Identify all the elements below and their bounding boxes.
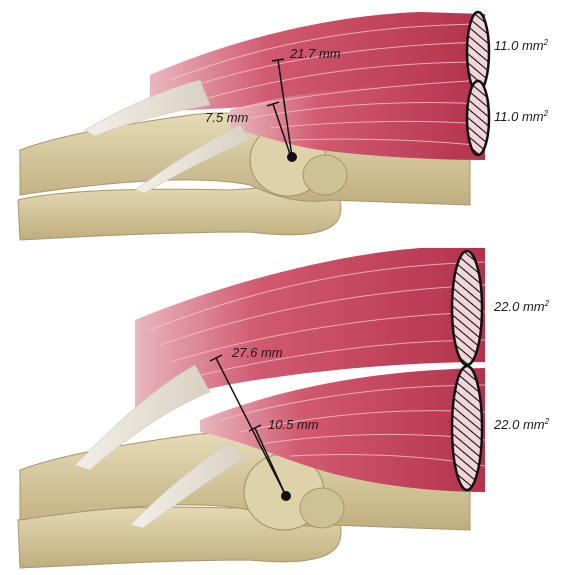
bottom-moment-arm-1-label: 27.6 mm <box>231 345 283 360</box>
bottom-joint-center-dot <box>281 491 291 501</box>
top-moment-arm-1-label: 21.7 mm <box>289 46 341 61</box>
top-joint-head <box>303 155 347 195</box>
top-joint-center-dot <box>287 152 297 162</box>
bottom-cross-section-2 <box>452 366 482 490</box>
bottom-cross-section-1 <box>452 251 482 365</box>
top-panel: 21.7 mm 7.5 mm 11.0 mm2 11.0 mm2 <box>18 12 549 240</box>
bottom-moment-arm-2-label: 10.5 mm <box>268 417 319 432</box>
bottom-cross-section-1-label: 22.0 mm2 <box>493 299 550 314</box>
top-cross-section-2-label: 11.0 mm2 <box>494 109 549 124</box>
bottom-joint-head <box>300 488 344 528</box>
top-moment-arm-2-label: 7.5 mm <box>205 110 249 125</box>
top-cross-section-1-label: 11.0 mm2 <box>494 38 549 53</box>
top-cross-section-2 <box>467 81 489 155</box>
bottom-cross-section-2-label: 22.0 mm2 <box>493 417 550 432</box>
bottom-panel: 27.6 mm 10.5 mm 22.0 mm2 22.0 mm2 <box>18 248 550 568</box>
